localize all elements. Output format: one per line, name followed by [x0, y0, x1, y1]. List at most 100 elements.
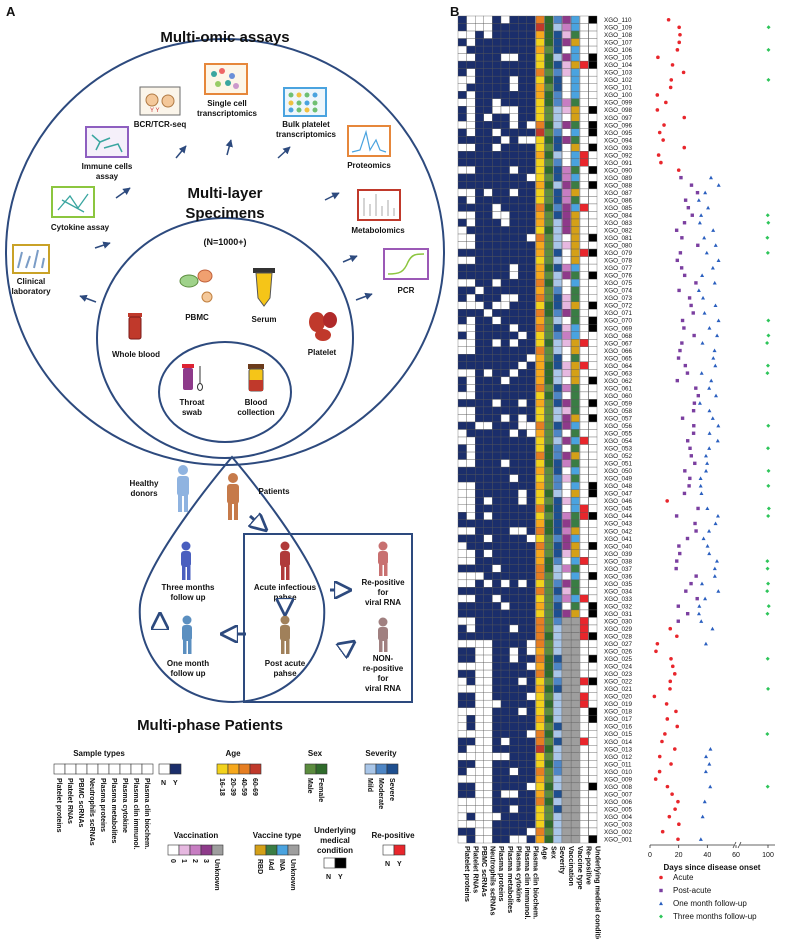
row-label: XGO_090	[604, 167, 633, 174]
matrix-cell	[526, 143, 536, 152]
one-month-point	[716, 589, 721, 593]
matrix-column-header: Plasma clin immunol.	[523, 846, 532, 920]
matrix-cell	[492, 331, 502, 340]
matrix-cell	[526, 278, 536, 287]
row-label: XGO_070	[604, 318, 633, 325]
meta-cell	[588, 451, 598, 460]
matrix-cell	[483, 15, 493, 24]
meta-cell	[579, 331, 589, 340]
matrix-cell	[483, 75, 493, 84]
meta-cell	[535, 406, 545, 415]
matrix-cell	[483, 143, 493, 152]
meta-cell	[562, 677, 571, 686]
matrix-cell	[483, 812, 493, 821]
meta-cell	[571, 406, 580, 415]
matrix-cell	[457, 75, 467, 84]
matrix-cell	[492, 549, 502, 558]
matrix-cell	[500, 827, 510, 836]
meta-cell	[588, 136, 598, 144]
meta-cell	[553, 827, 562, 836]
matrix-cell	[483, 609, 493, 618]
meta-cell	[571, 594, 580, 603]
matrix-cell	[475, 158, 484, 167]
row-label: XGO_105	[604, 55, 633, 62]
meta-cell	[553, 376, 562, 385]
matrix-cell	[518, 241, 527, 250]
meta-cell	[562, 790, 571, 799]
post-acute-point	[677, 288, 681, 293]
meta-cell	[553, 331, 562, 340]
throat-swab-icon	[182, 364, 203, 391]
row-label: XGO_084	[604, 212, 633, 219]
one-month-point	[711, 356, 716, 360]
meta-cell	[588, 91, 598, 99]
one-month-point	[705, 544, 710, 548]
meta-cell	[571, 579, 580, 588]
meta-cell	[553, 504, 562, 513]
matrix-cell	[518, 707, 527, 716]
matrix-cell	[500, 301, 510, 310]
matrix-cell	[492, 797, 502, 806]
matrix-cell	[526, 60, 536, 69]
matrix-cell	[518, 309, 527, 317]
matrix-cell	[518, 812, 527, 821]
meta-cell	[544, 805, 554, 814]
meta-cell	[579, 53, 589, 62]
meta-cell	[544, 564, 554, 573]
meta-cell	[562, 459, 571, 468]
matrix-cell	[518, 444, 527, 453]
matrix-cell	[466, 45, 476, 54]
row-label: XGO_071	[604, 310, 633, 317]
row-label: XGO_106	[604, 47, 633, 54]
assays-title: Multi-omic assays	[160, 29, 289, 46]
matrix-cell	[509, 218, 519, 227]
meta-cell	[571, 557, 580, 566]
one-month-point	[713, 363, 718, 368]
meta-cell	[579, 421, 589, 430]
meta-cell	[544, 158, 554, 167]
meta-cell	[535, 68, 545, 77]
specimens-ellipse	[96, 217, 354, 459]
matrix-cell	[500, 677, 510, 686]
matrix-cell	[492, 692, 502, 701]
matrix-cell	[492, 820, 502, 829]
matrix-cell	[457, 421, 467, 430]
meta-cell	[562, 391, 571, 400]
matrix-cell	[526, 339, 536, 347]
acute-point	[660, 829, 665, 834]
matrix-cell	[492, 15, 502, 24]
meta-cell	[579, 324, 589, 332]
legend-umc-title-2: medical	[320, 836, 350, 845]
acute-point	[665, 784, 670, 789]
matrix-cell	[483, 196, 493, 205]
meta-cell	[562, 211, 571, 220]
meta-cell	[579, 684, 589, 693]
matrix-cell	[475, 767, 484, 776]
row-label: XGO_059	[604, 400, 633, 407]
matrix-cell	[483, 136, 493, 144]
meta-cell	[571, 60, 580, 69]
matrix-cell	[500, 587, 510, 596]
ny-label: N	[161, 780, 166, 787]
matrix-cell	[483, 248, 493, 257]
matrix-cell	[483, 527, 493, 535]
severity-label: Moderate	[377, 778, 384, 809]
matrix-cell	[500, 241, 510, 250]
meta-cell	[588, 60, 598, 69]
matrix-cell	[500, 549, 510, 558]
matrix-cell	[475, 677, 484, 686]
meta-cell	[544, 549, 554, 558]
one-month-point	[707, 326, 712, 330]
meta-columns	[535, 15, 598, 844]
matrix-cell	[509, 271, 519, 280]
one-month-point	[716, 258, 721, 262]
matrix-cell	[483, 121, 493, 129]
meta-cell	[553, 158, 562, 167]
meta-cell	[588, 790, 598, 799]
matrix-cell	[492, 60, 502, 69]
meta-cell	[579, 639, 589, 648]
matrix-cell	[466, 218, 476, 227]
meta-cell	[544, 346, 554, 355]
matrix-cell	[492, 23, 502, 32]
matrix-cell	[466, 444, 476, 453]
